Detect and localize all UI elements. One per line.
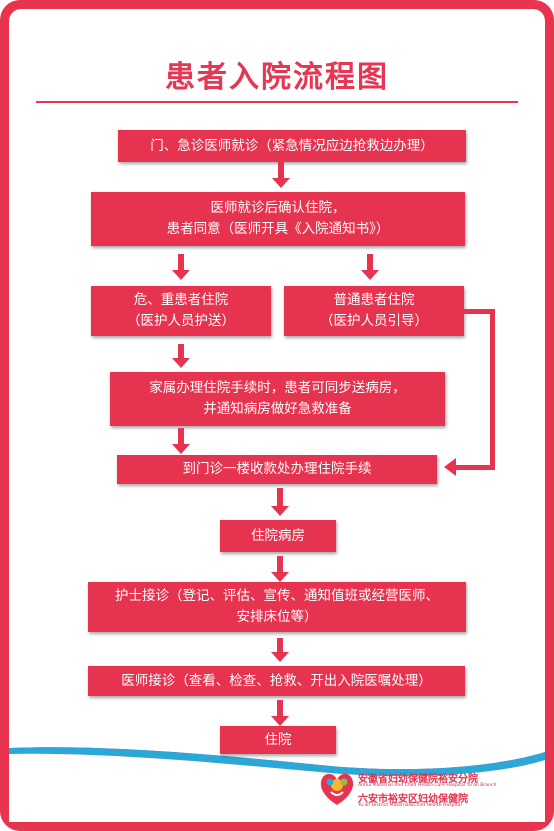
hospital-name-en-2: Yu'an District Maternal&Child Health Hos…	[358, 803, 462, 808]
arrow-down-7	[271, 638, 289, 662]
connector-horizontal-bottom	[456, 465, 495, 470]
arrow-down-1	[272, 162, 290, 188]
connector-vertical	[490, 309, 495, 470]
page-title: 患者入院流程图	[165, 60, 389, 95]
arrow-down-3	[172, 344, 190, 368]
step-nurse-reception: 护士接诊（登记、评估、宣传、通知值班或经营医师、 安排床位等）	[88, 582, 466, 632]
hospital-name-en-1: Anhui Maternal And Child Health Care Hos…	[358, 783, 497, 788]
step-family-procedures: 家属办理住院手续时，患者可同步送病房， 并通知病房做好急救准备	[110, 372, 445, 426]
hospital-logo-icon	[320, 773, 354, 805]
title-underline	[36, 101, 518, 103]
step-regular-patient: 普通患者住院 （医护人员引导）	[284, 286, 464, 336]
arrow-down-4	[172, 428, 190, 454]
step-inpatient-ward: 住院病房	[220, 520, 336, 552]
step-hospitalized: 住院	[220, 726, 336, 754]
arrow-down-6	[271, 556, 289, 582]
hospital-name-zh-2: 六安市裕安区妇幼保健院	[358, 794, 468, 805]
arrow-down-2a	[172, 254, 190, 280]
step-critical-patient: 危、重患者住院 （医护人员护送）	[91, 286, 271, 336]
bottom-wave-decoration	[9, 747, 545, 822]
hospital-name-zh-1: 安徽省妇幼保健院裕安分院	[358, 774, 478, 785]
connector-arrowhead-left	[444, 458, 456, 476]
arrow-down-5	[271, 488, 289, 516]
step-outpatient-visit: 门、急诊医师就诊（紧急情况应边抢救边办理）	[118, 130, 466, 162]
step-admission-payment: 到门诊一楼收款处办理住院手续	[117, 455, 437, 484]
step-doctor-reception: 医师接诊（查看、检查、抢救、开出入院医嘱处理）	[88, 666, 465, 696]
arrow-down-8	[271, 700, 289, 726]
arrow-down-2b	[361, 254, 379, 280]
step-confirm-admission: 医师就诊后确认住院， 患者同意（医师开具《入院通知书》）	[91, 192, 465, 246]
connector-horizontal-top	[464, 309, 495, 314]
